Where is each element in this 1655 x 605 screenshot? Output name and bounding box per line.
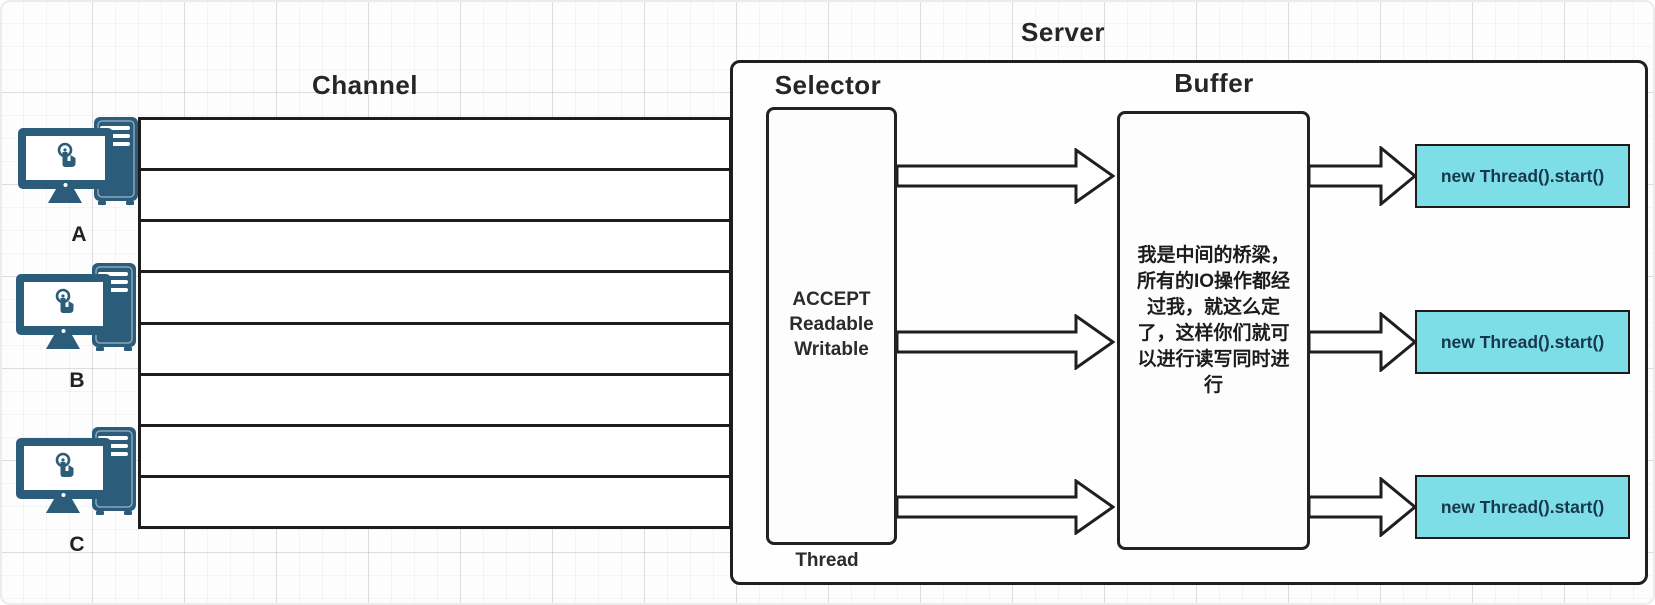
buffer-to-thread-arrow-icon [1309, 312, 1417, 372]
selector-box: ACCEPT Readable Writable [766, 107, 897, 545]
client-c: C [14, 424, 140, 557]
client-label: B [69, 369, 85, 392]
selector-title: Selector [774, 70, 882, 100]
channel-lane [141, 270, 729, 322]
channel-title: Channel [311, 70, 419, 100]
channel-lanes [138, 117, 732, 529]
client-label: C [69, 533, 85, 556]
channel-lane [141, 219, 729, 271]
channel-lane [141, 168, 729, 220]
client-a: A [16, 114, 142, 247]
channel-lane [141, 474, 729, 526]
channel-lane [141, 423, 729, 475]
new-thread-box: new Thread().start() [1415, 310, 1630, 374]
selector-to-buffer-arrow-icon [897, 314, 1115, 370]
selector-operations: ACCEPT Readable Writable [789, 288, 874, 360]
computer-icon [16, 263, 136, 351]
new-thread-box: new Thread().start() [1415, 144, 1630, 208]
buffer-to-thread-arrow-icon [1309, 477, 1417, 537]
selector-to-buffer-arrow-icon [897, 148, 1115, 204]
selector-to-buffer-arrow-icon [897, 479, 1115, 535]
client-b: B [14, 260, 140, 393]
thread-label: Thread [795, 550, 859, 571]
buffer-box: 我是中间的桥梁， 所有的IO操作都经 过我，就这么定 了，这样你们就可 以进行读… [1117, 111, 1310, 550]
computer-icon [16, 427, 136, 515]
buffer-note-text: 我是中间的桥梁， 所有的IO操作都经 过我，就这么定 了，这样你们就可 以进行读… [1136, 244, 1291, 396]
buffer-to-thread-arrow-icon [1309, 146, 1417, 206]
server-title: Server [1021, 17, 1105, 47]
channel-lane [141, 321, 729, 373]
channel-lane [141, 372, 729, 424]
computer-icon [18, 117, 138, 205]
buffer-title: Buffer [1174, 68, 1254, 98]
new-thread-box: new Thread().start() [1415, 475, 1630, 539]
client-label: A [71, 223, 87, 246]
channel-lane [141, 120, 729, 169]
